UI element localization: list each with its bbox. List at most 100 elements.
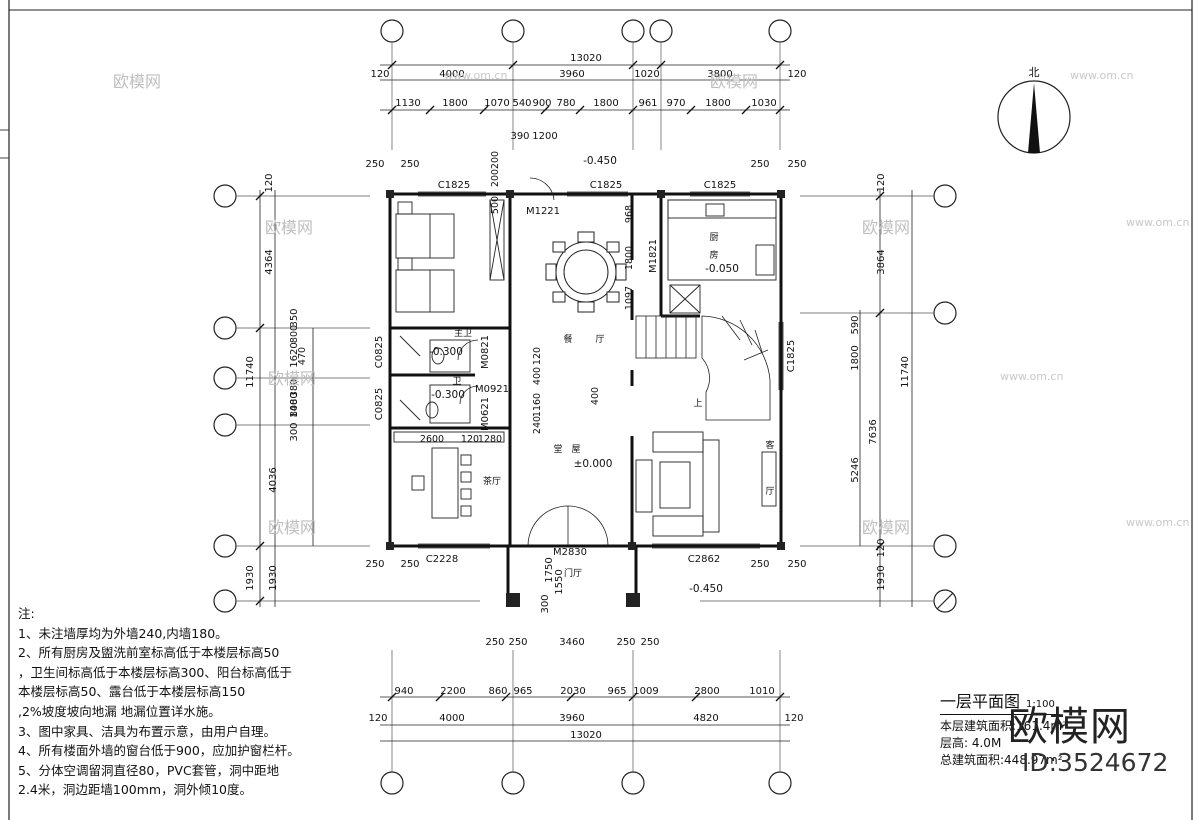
svg-text:965: 965 — [513, 686, 532, 697]
svg-text:1800: 1800 — [705, 98, 730, 109]
svg-text:1750: 1750 — [544, 557, 555, 582]
note-line: 3、图中家具、洁具为布置示意，由用户自理。 — [18, 723, 276, 739]
floor-area: 本层建筑面积:161.4m² — [940, 719, 1067, 733]
svg-text:上: 上 — [693, 398, 702, 409]
svg-text:3960: 3960 — [559, 69, 584, 80]
svg-text:200: 200 — [490, 151, 501, 169]
north-label: 北 — [1029, 66, 1040, 79]
svg-text:C1825: C1825 — [786, 340, 797, 372]
svg-text:餐: 餐 — [563, 333, 572, 345]
svg-text:250: 250 — [750, 159, 769, 170]
svg-text:250: 250 — [787, 159, 806, 170]
svg-text:965: 965 — [607, 686, 626, 697]
watermark: 欧模网 — [710, 72, 759, 91]
svg-text:350: 350 — [289, 308, 300, 327]
svg-text:1930: 1930 — [268, 565, 279, 590]
svg-text:1800: 1800 — [593, 98, 618, 109]
svg-text:250: 250 — [640, 637, 659, 648]
svg-text:250: 250 — [616, 637, 635, 648]
note-line: 2.4米，洞边距墙100mm，洞外倾10度。 — [18, 782, 252, 798]
svg-text:1800: 1800 — [624, 246, 635, 270]
watermark: 欧模网 — [265, 218, 314, 237]
svg-text:C1825: C1825 — [590, 180, 622, 191]
svg-text:1930: 1930 — [876, 565, 887, 590]
svg-text:M0821: M0821 — [480, 335, 491, 369]
watermark-url: www.om.cn — [444, 69, 508, 82]
design-notes: 注: 1、未注墙厚均为外墙240,内墙180。 2、所有厨房及盥洗前室标高低于本… — [18, 604, 318, 800]
svg-text:780: 780 — [556, 98, 575, 109]
svg-text:4036: 4036 — [268, 467, 279, 492]
svg-text:-0.300: -0.300 — [429, 346, 463, 358]
dining-table-icon — [545, 231, 627, 313]
svg-text:M1221: M1221 — [526, 206, 560, 217]
note-line: ，卫生间标高低于本楼层标高300、阳台标高低于 — [18, 664, 292, 680]
svg-text:门厅: 门厅 — [564, 567, 582, 579]
watermark: 欧模网 — [268, 518, 317, 537]
svg-text:厅: 厅 — [765, 486, 774, 497]
brand-id: ID:3524672 — [1022, 748, 1169, 777]
watermark: 欧模网 — [862, 518, 911, 537]
svg-text:厨: 厨 — [709, 232, 718, 243]
watermark-url: www.om.cn — [1000, 370, 1064, 383]
svg-text:1097: 1097 — [624, 286, 635, 310]
svg-text:120: 120 — [368, 713, 387, 724]
svg-text:1010: 1010 — [749, 686, 774, 697]
axis-bubbles-right — [933, 184, 957, 613]
brand-logo: 欧模网 — [1008, 704, 1131, 750]
svg-text:房: 房 — [709, 249, 718, 261]
svg-text:400: 400 — [590, 387, 601, 405]
svg-text:120: 120 — [370, 69, 389, 80]
svg-text:3960: 3960 — [559, 713, 584, 724]
svg-text:1930: 1930 — [245, 565, 256, 590]
svg-text:250: 250 — [365, 159, 384, 170]
svg-text:300: 300 — [540, 594, 551, 613]
svg-text:1009: 1009 — [633, 686, 658, 697]
svg-text:250: 250 — [508, 637, 527, 648]
svg-text:540: 540 — [512, 98, 531, 109]
svg-text:屋: 屋 — [571, 444, 580, 455]
svg-text:主卫: 主卫 — [454, 327, 472, 339]
svg-text:2800: 2800 — [694, 686, 719, 697]
svg-text:3864: 3864 — [876, 249, 887, 274]
svg-text:860: 860 — [488, 686, 507, 697]
svg-text:M2830: M2830 — [553, 547, 587, 558]
svg-text:5246: 5246 — [850, 457, 861, 482]
svg-text:2200: 2200 — [440, 686, 465, 697]
svg-text:-0.450: -0.450 — [689, 583, 723, 595]
svg-text:卫: 卫 — [452, 377, 461, 387]
note-line: ,2%坡度坡向地漏 地漏位置详水施。 — [18, 703, 221, 719]
svg-text:970: 970 — [666, 98, 685, 109]
svg-text:C0825: C0825 — [374, 336, 385, 368]
svg-text:1070: 1070 — [484, 98, 509, 109]
svg-text:茶厅: 茶厅 — [483, 475, 501, 487]
svg-text:470: 470 — [297, 347, 308, 365]
svg-text:120: 120 — [787, 69, 806, 80]
axis-bubbles-left — [213, 184, 237, 613]
svg-text:120: 120 — [264, 173, 275, 192]
svg-text:250: 250 — [750, 559, 769, 570]
drawing-scale: 1:100 — [1026, 699, 1055, 710]
svg-text:400: 400 — [532, 367, 543, 385]
svg-text:590: 590 — [850, 315, 861, 334]
svg-text:120: 120 — [876, 538, 887, 557]
svg-text:C1825: C1825 — [438, 180, 470, 191]
svg-text:C1825: C1825 — [704, 180, 736, 191]
svg-text:1200: 1200 — [532, 131, 557, 142]
svg-text:961: 961 — [638, 98, 657, 109]
watermark: 欧模网 — [268, 369, 317, 388]
svg-text:1280: 1280 — [478, 434, 502, 445]
svg-text:C2228: C2228 — [426, 554, 458, 565]
svg-text:250: 250 — [400, 559, 419, 570]
svg-text:-0.300: -0.300 — [431, 389, 465, 401]
watermark: 欧模网 — [113, 72, 162, 91]
svg-text:4000: 4000 — [439, 713, 464, 724]
svg-text:1800: 1800 — [442, 98, 467, 109]
svg-text:120: 120 — [784, 713, 803, 724]
svg-text:C2862: C2862 — [688, 554, 720, 565]
svg-text:3460: 3460 — [559, 637, 584, 648]
svg-text:380: 380 — [289, 379, 300, 397]
svg-text:250: 250 — [400, 159, 419, 170]
svg-text:2030: 2030 — [560, 686, 585, 697]
